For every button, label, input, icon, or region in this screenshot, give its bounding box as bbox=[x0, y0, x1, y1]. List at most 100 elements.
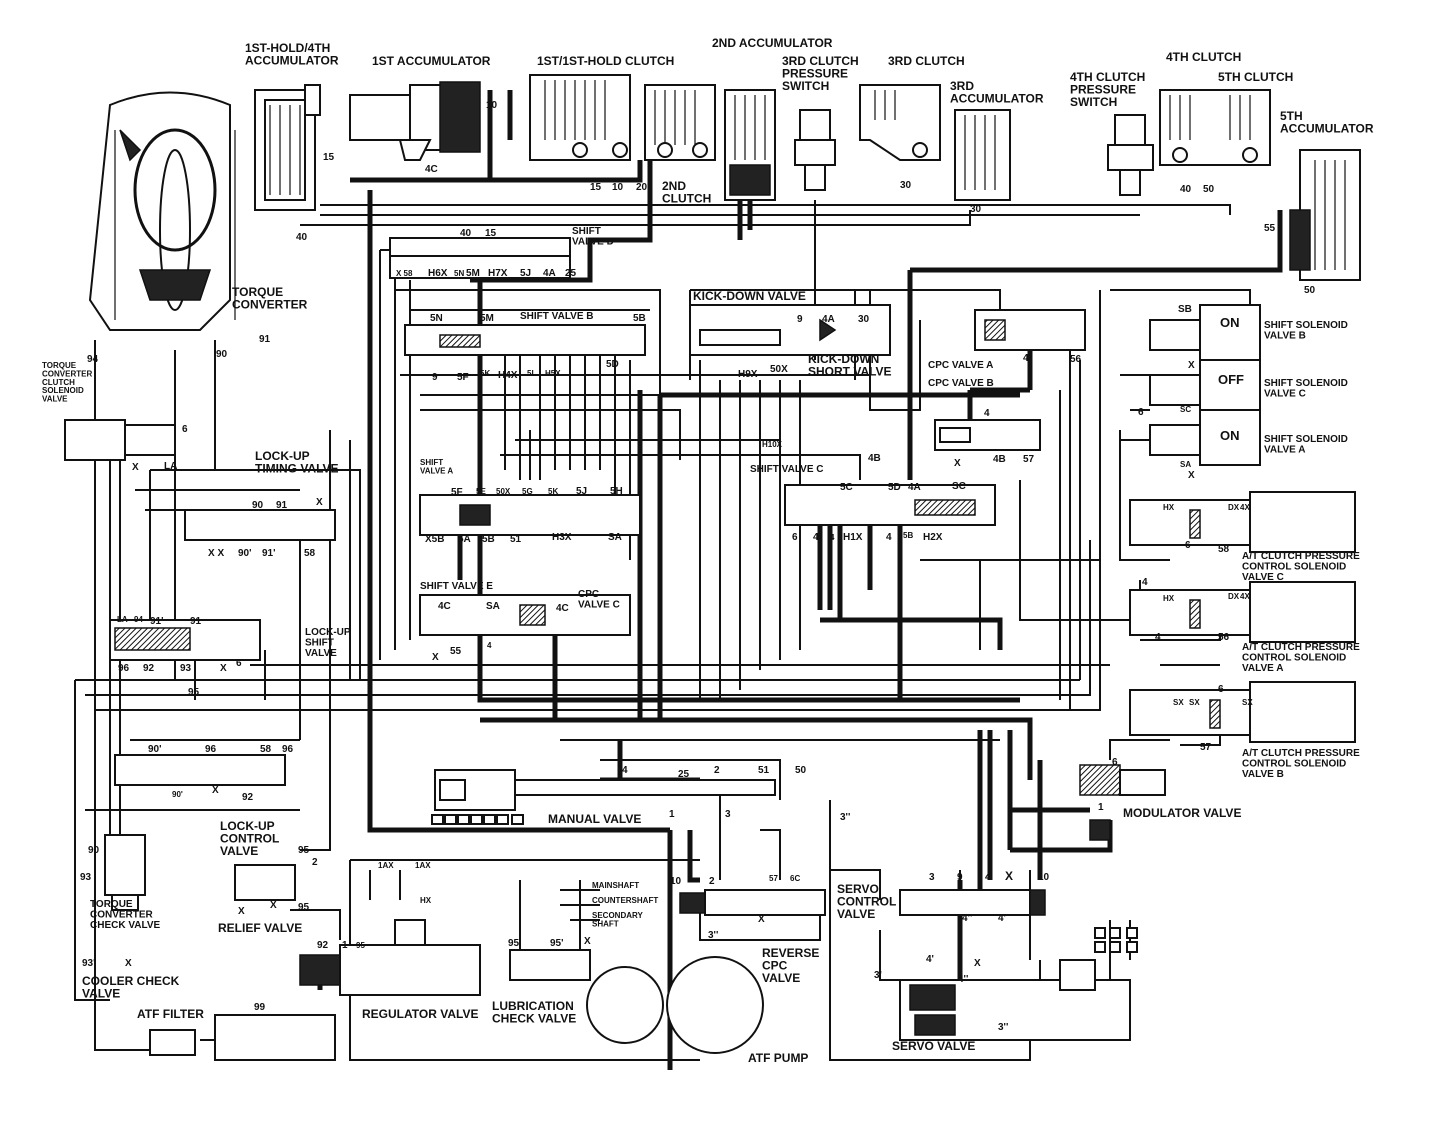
cpc-valve-b bbox=[934, 419, 1041, 451]
label-cpc-valve-a: CPC VALVE A bbox=[928, 360, 993, 371]
solenoid-states: ON OFF ON bbox=[1218, 315, 1244, 443]
label-third-clutch: 3RD CLUTCH bbox=[888, 54, 965, 68]
port-label: 4C bbox=[556, 603, 569, 614]
port-label: X bbox=[125, 958, 132, 969]
port-label: 91 bbox=[190, 616, 202, 627]
first-accumulator bbox=[349, 81, 481, 161]
port-label: HX bbox=[1163, 503, 1175, 512]
kick-down-valve bbox=[689, 304, 891, 356]
port-label: 9 bbox=[957, 872, 963, 883]
port-label: 15 bbox=[590, 182, 602, 193]
port-label: 4A bbox=[908, 482, 921, 493]
port-label: X bbox=[1005, 869, 1013, 883]
second-accumulator bbox=[724, 89, 776, 201]
port-label: 4 bbox=[984, 408, 990, 419]
port-label: 58 bbox=[260, 744, 272, 755]
port-label: 5K bbox=[548, 487, 558, 496]
port-label: SA bbox=[1180, 460, 1191, 469]
label-shift-valve-b: SHIFT VALVE B bbox=[520, 311, 594, 322]
port-label: 4 bbox=[886, 532, 892, 543]
port-label: 57 bbox=[1023, 454, 1035, 465]
port-label: 91' bbox=[262, 548, 276, 559]
shift-solenoid-a bbox=[1149, 409, 1261, 466]
port-label: 2 bbox=[714, 765, 720, 776]
fifth-accumulator bbox=[1289, 149, 1361, 281]
port-label: SC bbox=[952, 481, 966, 492]
port-label: X bbox=[1188, 470, 1195, 481]
tcc-solenoid-valve bbox=[64, 419, 176, 461]
port-label: 5D bbox=[888, 482, 901, 493]
port-label: 95 bbox=[356, 941, 365, 950]
label-manual-valve: MANUAL VALVE bbox=[548, 812, 641, 826]
port-label: X bbox=[954, 458, 961, 469]
port-label: 30 bbox=[970, 204, 982, 215]
port-label: 50X bbox=[496, 487, 511, 496]
label-shift-valve-e: SHIFT VALVE E bbox=[420, 581, 493, 592]
port-label: 1AX bbox=[378, 861, 394, 870]
thin-pipe-network bbox=[74, 200, 1251, 1061]
port-label: 95 bbox=[298, 902, 310, 913]
port-label: 9 bbox=[797, 314, 803, 325]
port-label: 4 bbox=[1142, 577, 1148, 588]
port-label: SA bbox=[486, 601, 500, 612]
port-label: 94 bbox=[134, 615, 143, 624]
port-label: X bbox=[132, 462, 139, 473]
port-label: 5A bbox=[458, 534, 471, 545]
port-label: 95' bbox=[550, 938, 564, 949]
port-label: 4 bbox=[830, 533, 835, 542]
tc-check-valve bbox=[104, 834, 146, 911]
label-relief-valve: RELIEF VALVE bbox=[218, 921, 302, 935]
manual-valve-detent-row bbox=[431, 814, 524, 825]
fourth-fifth-clutch bbox=[1159, 89, 1271, 166]
port-label: 4'' bbox=[962, 913, 972, 924]
port-label: 3 bbox=[929, 872, 935, 883]
port-label: 40 bbox=[296, 232, 308, 243]
port-label: X bbox=[974, 958, 981, 969]
port-label: 5B bbox=[482, 534, 495, 545]
port-label: X bbox=[270, 900, 277, 911]
first-hold-fourth-accumulator bbox=[254, 84, 321, 211]
port-label: X 58 bbox=[396, 269, 413, 278]
port-label: 5H bbox=[610, 486, 623, 497]
port-label: H6X bbox=[428, 268, 448, 279]
port-label: 5E bbox=[476, 487, 486, 496]
port-label: SX bbox=[1242, 698, 1253, 707]
port-label: 4A bbox=[822, 314, 835, 325]
port-label: X X bbox=[208, 548, 224, 559]
label-atf-filter: ATF FILTER bbox=[137, 1007, 204, 1021]
port-label: 5F bbox=[451, 487, 463, 498]
second-clutch bbox=[644, 84, 716, 161]
port-label: DX bbox=[1228, 592, 1240, 601]
port-label: 25 bbox=[678, 769, 690, 780]
port-label: 4 bbox=[985, 872, 991, 883]
label-fifth-clutch: 5TH CLUTCH bbox=[1218, 70, 1293, 84]
port-label: 6 bbox=[182, 424, 188, 435]
port-label: X bbox=[1188, 360, 1195, 371]
port-label: 4B bbox=[993, 454, 1006, 465]
third-accumulator bbox=[954, 109, 1011, 201]
port-label: 92 bbox=[143, 663, 155, 674]
port-label: LA bbox=[164, 461, 177, 472]
at-cpc-solenoid-c bbox=[1129, 491, 1356, 553]
port-label: 4 bbox=[813, 532, 819, 543]
port-label: 50 bbox=[795, 765, 807, 776]
port-label: X bbox=[584, 936, 591, 947]
port-label: 5B bbox=[903, 531, 913, 540]
port-label: 90 bbox=[88, 845, 100, 856]
port-label: 10 bbox=[612, 182, 624, 193]
connector-block bbox=[1094, 927, 1138, 953]
port-label: 96 bbox=[205, 744, 217, 755]
